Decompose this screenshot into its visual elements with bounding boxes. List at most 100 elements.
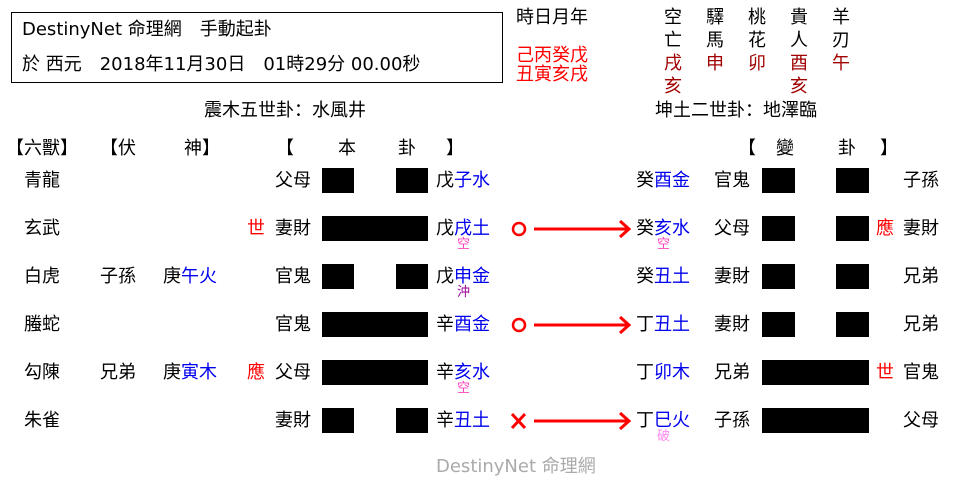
line-stem: 辛 (436, 362, 454, 383)
line-branch: 酉金 (454, 314, 490, 335)
changed-right-relation: 子孫 (903, 170, 939, 191)
line-branch: 戌土 (454, 218, 490, 239)
moving-yang-arrow-icon (511, 219, 632, 239)
changed-branch: 酉金 (654, 170, 690, 191)
changed-branch: 丑土 (654, 314, 690, 335)
changed-right-relation: 父母 (903, 410, 939, 431)
ying-marker: 應 (247, 362, 265, 383)
changed-stem: 癸 (636, 266, 654, 287)
void-note: 空 (457, 237, 471, 252)
void-note: 空 (657, 237, 671, 252)
changed-relation: 子孫 (714, 410, 750, 431)
header-datetime: 於 西元 2018年11月30日 01時29分 00.00秒 (22, 54, 421, 75)
yin-line-left (762, 168, 795, 193)
shensha-name-top: 驛 (706, 7, 724, 28)
shensha-name-bottom: 亡 (664, 30, 682, 51)
shensha-name-bottom: 刃 (832, 30, 850, 51)
shensha-name-top: 空 (664, 7, 682, 28)
ying-marker: 應 (876, 218, 894, 239)
hidden-relation: 子孫 (100, 266, 136, 287)
yin-line-left (762, 264, 795, 289)
line-stem: 辛 (436, 314, 454, 335)
changed-stem: 丁 (636, 362, 654, 383)
six-beast: 玄武 (24, 218, 60, 239)
shensha-name-bottom: 人 (790, 30, 808, 51)
header-hidden-open: 【伏 (100, 138, 136, 159)
yang-line (762, 360, 869, 385)
shi-marker: 世 (876, 362, 894, 383)
yin-line-left (322, 408, 354, 433)
line-branch: 丑土 (454, 410, 490, 431)
changed-right-relation: 兄弟 (903, 314, 939, 335)
shensha-value: 亥 (664, 76, 682, 97)
header-main-open: 【 (276, 138, 294, 159)
shensha-name-bottom: 花 (748, 30, 766, 51)
line-relation: 妻財 (275, 410, 311, 431)
line-stem: 戊 (436, 170, 454, 191)
header-changed-mid: 變 (776, 138, 794, 159)
break-note: 破 (657, 429, 671, 444)
changed-stem: 癸 (636, 170, 654, 191)
hidden-stem: 庚 (163, 362, 181, 383)
pillars-label: 時日月年 (516, 7, 588, 28)
header-six-beasts: 【六獸】 (6, 138, 78, 159)
void-note: 空 (457, 381, 471, 396)
main-hexagram-title: 震木五世卦：水風井 (204, 100, 366, 121)
changed-relation: 父母 (714, 218, 750, 239)
shensha-name-top: 羊 (832, 7, 850, 28)
shensha-value: 戌 (664, 53, 682, 74)
header-title: DestinyNet 命理網 手動起卦 (22, 19, 272, 40)
six-beast: 白虎 (24, 266, 60, 287)
line-branch: 子水 (454, 170, 490, 191)
line-relation: 父母 (275, 170, 311, 191)
moving-yin-arrow-icon (510, 411, 632, 431)
moving-yang-arrow-icon (511, 315, 632, 335)
changed-right-relation: 妻財 (903, 218, 939, 239)
line-relation: 官鬼 (275, 266, 311, 287)
pillars-stems: 己丙癸戊 (516, 45, 588, 66)
changed-branch: 亥水 (654, 218, 690, 239)
six-beast: 螣蛇 (24, 314, 60, 335)
yin-line-right (396, 408, 428, 433)
changed-relation: 妻財 (714, 314, 750, 335)
yang-line (322, 360, 428, 385)
yang-line (322, 312, 428, 337)
header-main-end: 卦 (398, 138, 416, 159)
changed-branch: 巳火 (654, 410, 690, 431)
shensha-name-bottom: 馬 (706, 30, 724, 51)
yin-line-left (322, 264, 354, 289)
six-beast: 勾陳 (24, 362, 60, 383)
changed-stem: 丁 (636, 314, 654, 335)
changed-right-relation: 官鬼 (903, 362, 939, 383)
header-changed-end: 卦 (838, 138, 856, 159)
yin-line-right (396, 168, 428, 193)
footer-watermark: DestinyNet 命理網 (436, 456, 596, 477)
shensha-value: 亥 (790, 76, 808, 97)
yin-line-right (836, 264, 869, 289)
shensha-name-top: 貴 (790, 7, 808, 28)
changed-right-relation: 兄弟 (903, 266, 939, 287)
shensha-value: 酉 (790, 53, 808, 74)
changed-relation: 兄弟 (714, 362, 750, 383)
shensha-name-top: 桃 (748, 7, 766, 28)
header-hidden-close: 神】 (184, 138, 220, 159)
yin-line-left (322, 168, 354, 193)
hidden-branch: 午火 (181, 266, 217, 287)
line-stem: 戊 (436, 218, 454, 239)
changed-stem: 癸 (636, 218, 654, 239)
shensha-value: 卯 (748, 53, 766, 74)
changed-branch: 丑土 (654, 266, 690, 287)
yang-line (322, 216, 428, 241)
hidden-stem: 庚 (163, 266, 181, 287)
hidden-relation: 兄弟 (100, 362, 136, 383)
changed-hexagram-title: 坤土二世卦：地澤臨 (655, 100, 817, 121)
header-changed-open: 【 (738, 138, 756, 159)
line-relation: 官鬼 (275, 314, 311, 335)
yin-line-right (836, 312, 869, 337)
hidden-branch: 寅木 (181, 362, 217, 383)
changed-relation: 妻財 (714, 266, 750, 287)
line-branch: 亥水 (454, 362, 490, 383)
six-beast: 朱雀 (24, 410, 60, 431)
yin-line-right (396, 264, 428, 289)
six-beast: 青龍 (24, 170, 60, 191)
